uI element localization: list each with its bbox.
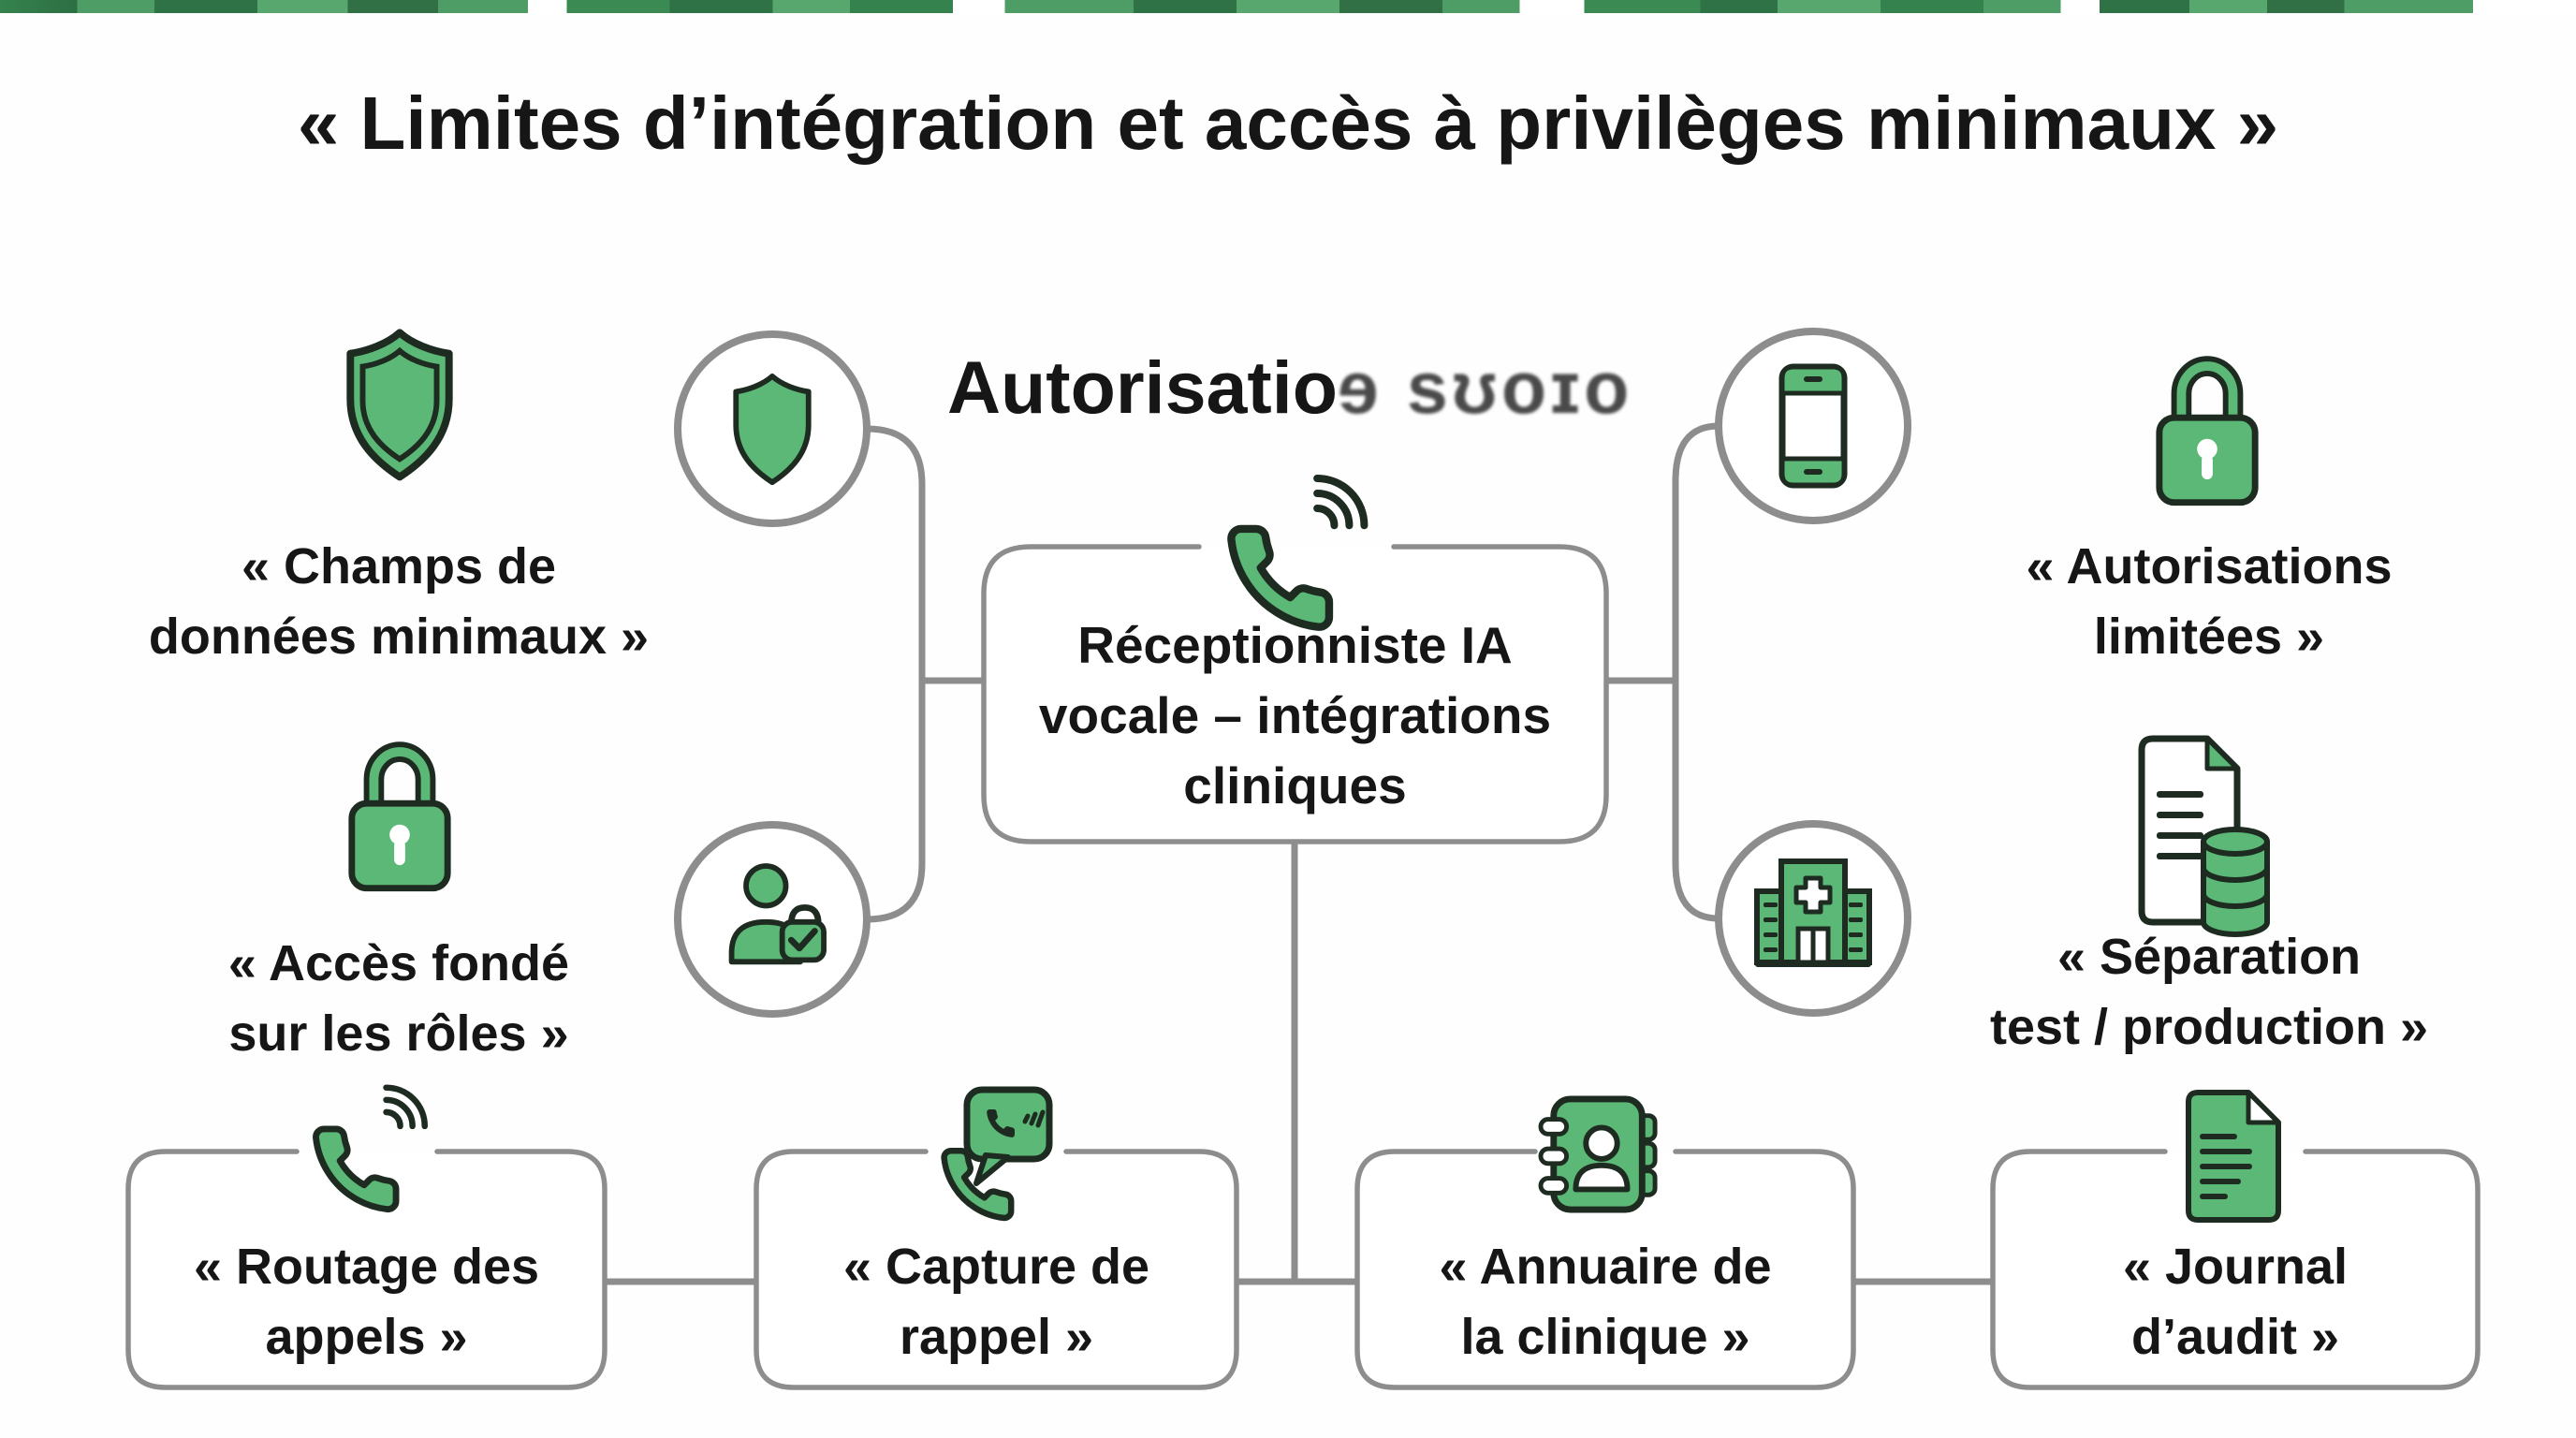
- bottom-node-box-audit-log: [1990, 1149, 2481, 1390]
- audit-log-icon: [2186, 1090, 2281, 1223]
- bottom-node-box-callback-capture: [754, 1149, 1239, 1390]
- label-callback-capture: « Capture de rappel »: [842, 1239, 1150, 1365]
- label-role-based-access: « Accès fondé sur les rôles »: [227, 935, 570, 1062]
- label-audit-log: « Journal d’audit »: [2122, 1239, 2349, 1365]
- satellite-circle-user: [674, 821, 871, 1018]
- phone-call-icon: [298, 1084, 436, 1220]
- lock-icon: [343, 728, 457, 895]
- connector-right-bracket: [1672, 422, 1722, 922]
- label-test-production-separation: « Séparation test / production »: [1989, 929, 2429, 1055]
- callback-message-icon: [934, 1086, 1053, 1230]
- subtitle-main: Autorisatio: [947, 345, 1338, 429]
- label-call-routing: « Routage des appels »: [193, 1239, 540, 1365]
- label-clinic-directory: « Annuaire de la clinique »: [1439, 1239, 1772, 1365]
- subtitle-garbled: ɘ sʊoɪo: [1337, 345, 1633, 429]
- lock-icon: [2150, 343, 2264, 509]
- label-minimal-data-fields: « Champs de données minimaux »: [148, 538, 650, 665]
- center-node-label: Réceptionniste IA vocale – intégrations …: [1038, 616, 1552, 814]
- shield-icon: [338, 328, 461, 483]
- address-book-icon: [1538, 1095, 1658, 1213]
- center-node-box: [981, 544, 1609, 844]
- smartphone-icon: [1778, 363, 1848, 489]
- top-strip-decoration: [0, 0, 2576, 13]
- connector-left-bracket: [863, 425, 926, 923]
- diagram-subtitle: Autorisatioɘ sʊoɪo: [947, 345, 1632, 431]
- document-database-icon: [2138, 735, 2270, 937]
- bottom-node-box-clinic-directory: [1354, 1149, 1856, 1390]
- bottom-node-box-call-routing: [125, 1149, 607, 1390]
- hospital-icon: [1754, 858, 1872, 967]
- shield-icon: [725, 373, 819, 487]
- label-limited-authorizations: « Autorisations limitées »: [2026, 538, 2393, 665]
- page-title: « Limites d’intégration et accès à privi…: [297, 81, 2279, 165]
- user-check-icon: [728, 863, 827, 965]
